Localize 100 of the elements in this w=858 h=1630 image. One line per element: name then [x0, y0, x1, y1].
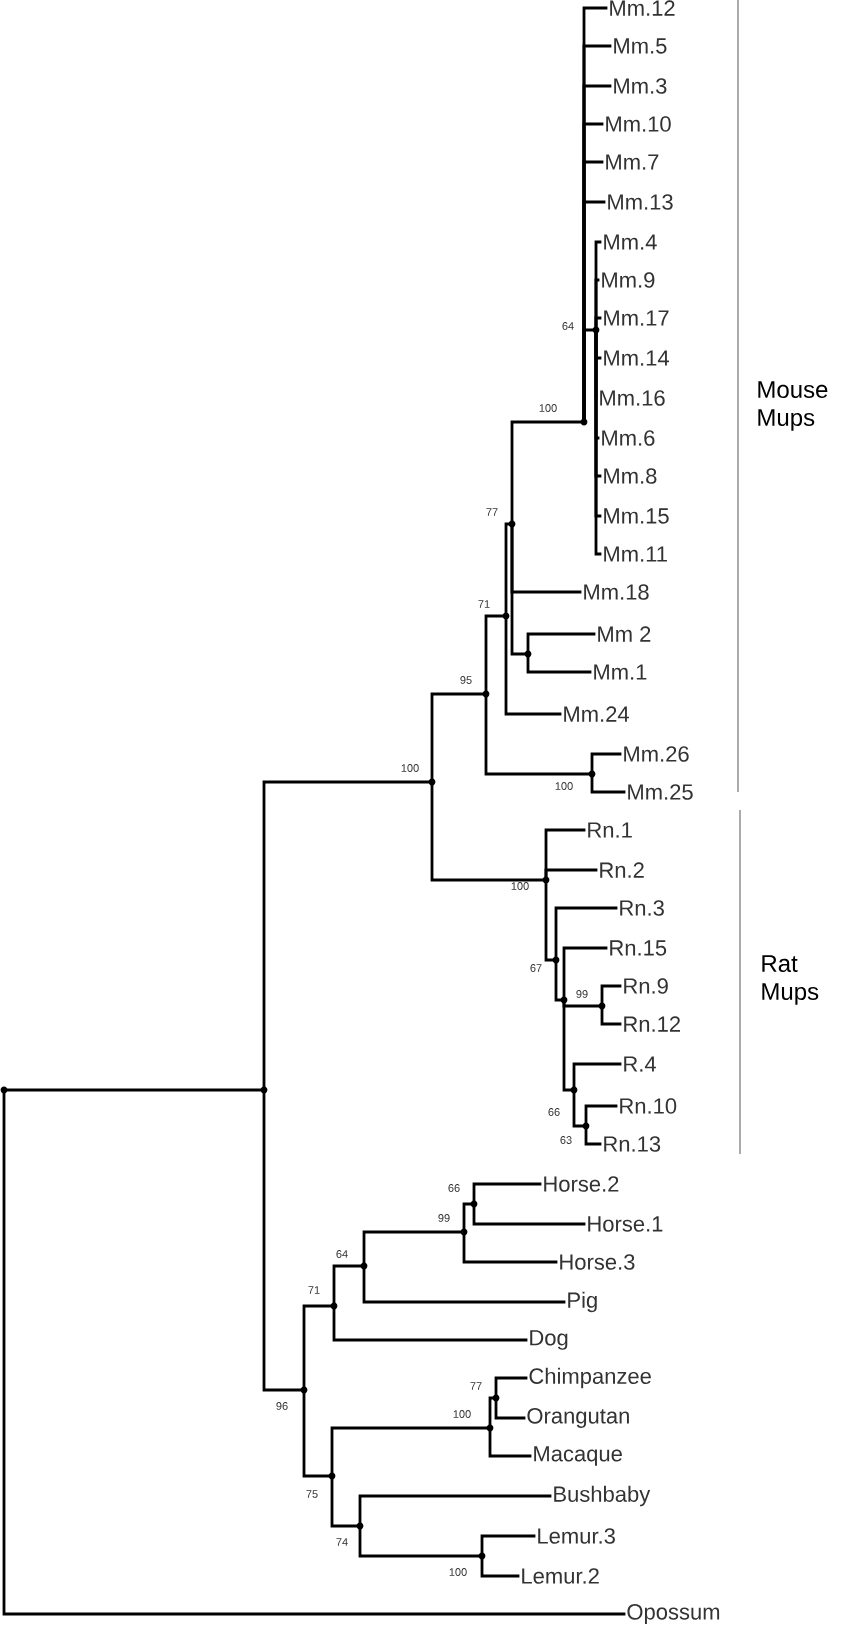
- taxon-label: Horse.3: [560, 1254, 635, 1270]
- branch-line: [472, 1182, 542, 1206]
- branch-line: [544, 878, 558, 962]
- branch-point: [582, 1122, 590, 1130]
- taxon-label: Pig: [568, 1291, 597, 1313]
- branch-line: [510, 420, 586, 526]
- branch-point: [478, 1552, 486, 1560]
- taxon-label: Mm.4: [604, 234, 657, 250]
- branch-point: [328, 1472, 336, 1480]
- taxon-label: Mm.11: [604, 546, 667, 562]
- taxon-label: Rn.9: [624, 978, 668, 994]
- branch-point: [570, 1086, 578, 1094]
- branch-line: [302, 1304, 336, 1392]
- taxon-label: Mm.1: [594, 664, 647, 680]
- branch-line: [430, 692, 488, 784]
- branch-line: [262, 1088, 306, 1392]
- branch-line: [562, 946, 608, 1002]
- taxon-label: Rn.2: [600, 862, 644, 878]
- taxon-label: Mm.25: [628, 784, 693, 800]
- taxon-label: Mm.15: [604, 508, 669, 524]
- branch-line: [302, 1388, 334, 1478]
- group-label: Mouse Mups: [758, 381, 828, 431]
- branch-point: [552, 956, 560, 964]
- taxon-label: Mm.10: [606, 116, 671, 132]
- branch-line: [330, 1426, 492, 1478]
- branch-point: [356, 1522, 364, 1530]
- branch-point: [502, 612, 510, 620]
- branch-point: [588, 770, 596, 778]
- taxon-label: Mm 2: [598, 626, 651, 642]
- branch-line: [584, 1124, 602, 1146]
- branch-line: [462, 1230, 558, 1264]
- branch-point: [300, 1386, 308, 1394]
- branch-line: [362, 1230, 466, 1268]
- taxon-label: Macaque: [534, 1446, 622, 1466]
- taxon-label: Mm.6: [602, 430, 655, 446]
- taxon-label: Mm.26: [624, 746, 689, 762]
- taxon-label: Horse.1: [588, 1216, 663, 1232]
- taxon-label: Dog: [530, 1330, 568, 1350]
- branch-line: [572, 1062, 622, 1092]
- branch-line: [358, 1494, 552, 1528]
- taxon-label: Opossum: [627, 1604, 720, 1624]
- taxon-label: Mm.24: [564, 706, 629, 722]
- branch-line: [2, 1088, 626, 1616]
- branch-point: [592, 326, 600, 334]
- branch-point: [580, 418, 588, 426]
- taxon-label: Rn.3: [620, 900, 664, 916]
- branch-point: [360, 1262, 368, 1270]
- branch-point: [460, 1228, 468, 1236]
- branch-line: [582, 328, 598, 424]
- taxon-label: Mm.17: [604, 310, 669, 326]
- branch-line: [430, 780, 548, 882]
- branch-point: [560, 996, 568, 1004]
- branch-point: [486, 1424, 494, 1432]
- branch-point: [330, 1302, 338, 1310]
- branch-point: [260, 1086, 268, 1094]
- branch-line: [526, 632, 596, 656]
- branch-line: [330, 1474, 362, 1528]
- taxon-label: Rn.10: [620, 1098, 677, 1114]
- taxon-label: Rn.15: [610, 940, 667, 956]
- branch-line: [2, 1088, 266, 1092]
- taxon-label: Mm.7: [606, 154, 659, 170]
- branch-point: [524, 650, 532, 658]
- branch-line: [362, 1264, 566, 1304]
- branch-line: [484, 692, 594, 776]
- branch-line: [562, 998, 576, 1092]
- branch-point: [470, 1200, 478, 1208]
- branch-line: [600, 1004, 622, 1026]
- branch-line: [526, 652, 592, 674]
- branch-line: [494, 1376, 528, 1400]
- branch-line: [594, 328, 602, 556]
- taxon-label: Horse.2: [544, 1176, 619, 1192]
- branch-line: [462, 1202, 476, 1234]
- taxon-label: R.4: [624, 1056, 656, 1072]
- branch-point: [0, 1086, 8, 1094]
- branch-point: [482, 690, 490, 698]
- branch-line: [480, 1534, 536, 1558]
- taxon-label: Mm.9: [602, 272, 655, 288]
- branch-line: [332, 1264, 366, 1308]
- branch-line: [590, 752, 622, 776]
- branch-line: [480, 1554, 520, 1578]
- branch-line: [600, 984, 622, 1008]
- branch-line: [504, 522, 514, 618]
- branch-line: [554, 958, 566, 1002]
- branch-line: [332, 1304, 528, 1342]
- taxon-label: Orangutan: [527, 1408, 629, 1428]
- taxon-label: Mm.8: [604, 468, 657, 484]
- branch-point: [542, 876, 550, 884]
- taxon-label: Lemur.2: [522, 1568, 599, 1584]
- branch-line: [510, 522, 530, 656]
- taxon-label: Bushbaby: [554, 1485, 651, 1507]
- branch-line: [594, 316, 602, 332]
- branch-line: [572, 1088, 588, 1128]
- branch-line: [504, 614, 562, 716]
- taxon-label: Mm.18: [584, 584, 649, 600]
- taxon-label: Rn.13: [604, 1136, 661, 1152]
- taxon-label: Chimpanzee: [529, 1367, 651, 1389]
- taxon-label: Mm.16: [600, 390, 665, 406]
- taxon-label: Mm.5: [614, 38, 667, 54]
- branch-point: [508, 520, 516, 528]
- taxon-label: Mm.3: [614, 78, 667, 94]
